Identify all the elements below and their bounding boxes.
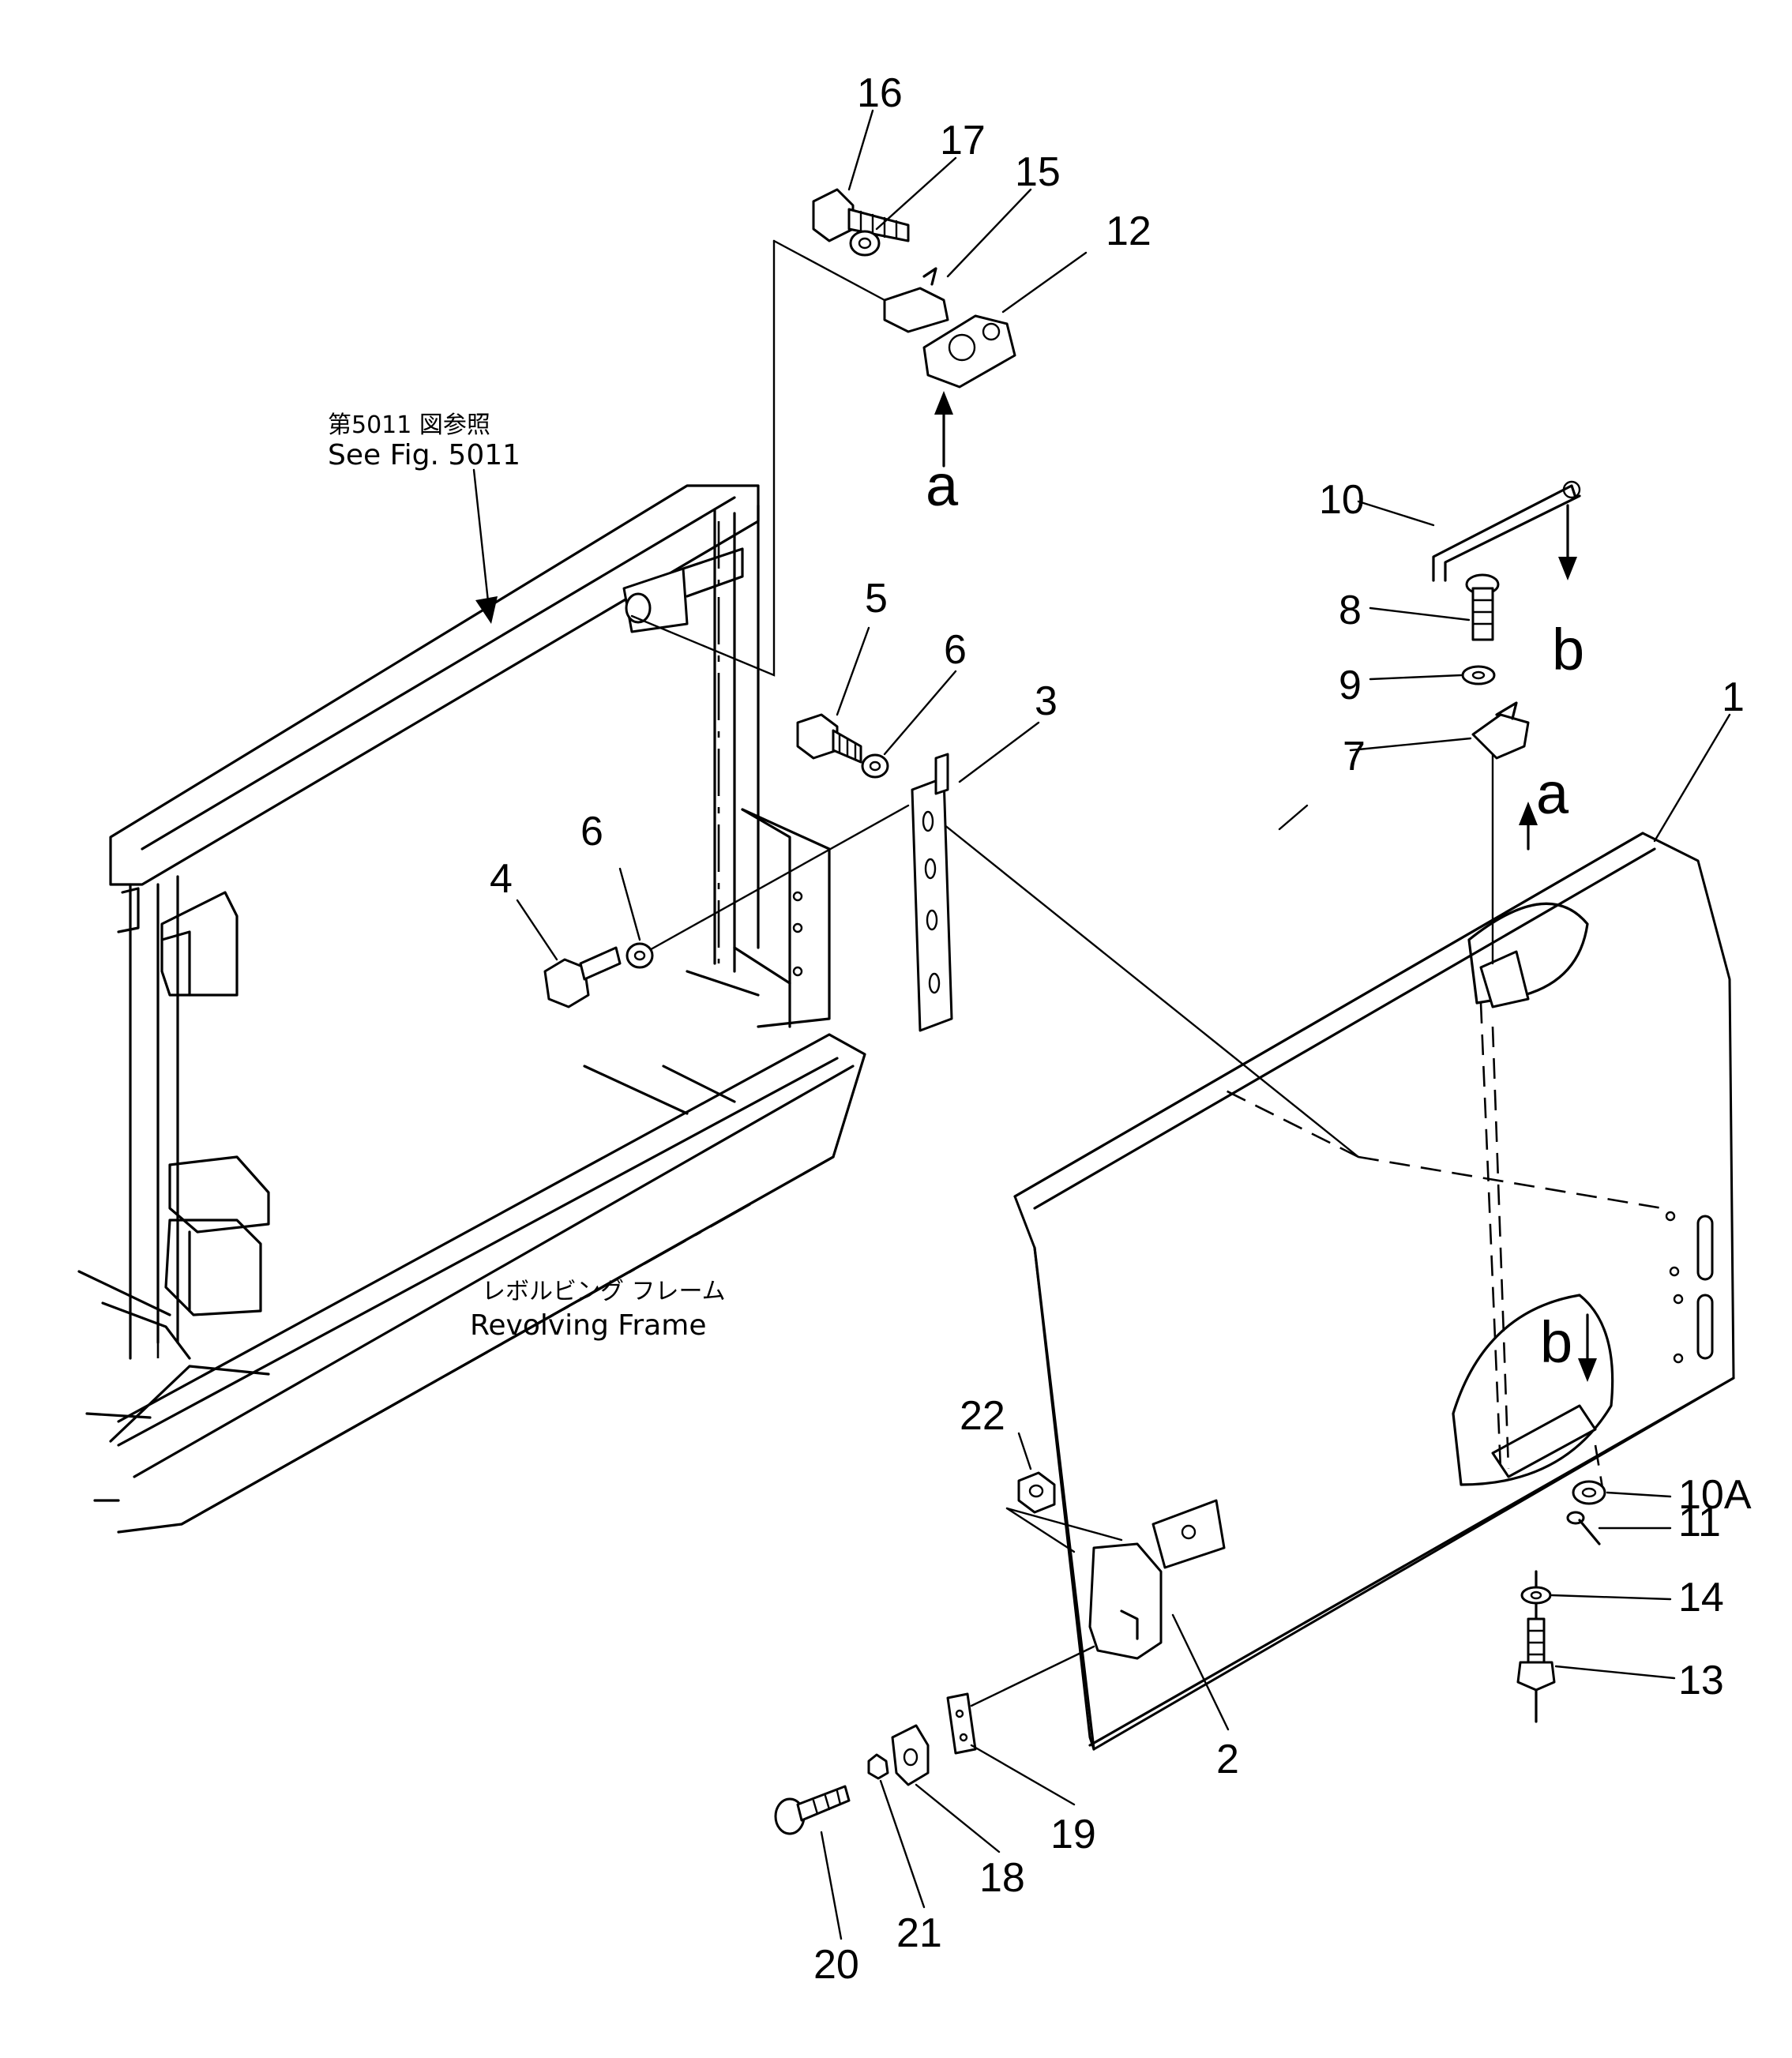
callout-13: 13 (1678, 1658, 1724, 1703)
washer-14 (1520, 1586, 1552, 1605)
see-fig-arrowhead (475, 596, 498, 624)
callout-9: 9 (1339, 663, 1362, 708)
callout-17: 17 (940, 118, 986, 163)
stopper-15 (883, 267, 949, 333)
bolt-13 (1516, 1617, 1556, 1692)
striker-12 (922, 314, 1016, 389)
washer-10a (1572, 1480, 1606, 1505)
shim-19 (946, 1692, 977, 1755)
view-marker-a-top: a (926, 453, 959, 518)
revolving-frame-jp-label: レボルビング フレーム (482, 1278, 726, 1305)
callout-14: 14 (1678, 1575, 1724, 1620)
view-marker-b-top: b (1552, 617, 1584, 682)
washer-6-lower (626, 942, 654, 969)
see-fig-jp-note: 第5011 図参照 (328, 411, 490, 439)
bracket-7 (1471, 701, 1530, 760)
cotter-pin-11 (1566, 1511, 1601, 1545)
screw-20 (774, 1785, 851, 1835)
callout-10a: 10A (1678, 1472, 1752, 1518)
bolt-5 (796, 713, 862, 764)
callout-11: 11 (1678, 1500, 1721, 1545)
callout-18: 18 (979, 1855, 1025, 1901)
callout-10: 10 (1319, 477, 1365, 523)
arrow-b-door (1578, 1313, 1597, 1382)
callout-4: 4 (490, 856, 513, 902)
washer-17 (849, 230, 881, 257)
arrow-a-right (1519, 802, 1538, 851)
door-panel (1013, 832, 1735, 1751)
callout-21: 21 (896, 1910, 942, 1956)
callout-1: 1 (1722, 674, 1745, 720)
callout-5: 5 (865, 576, 888, 622)
nut-22 (1017, 1471, 1056, 1514)
revolving-frame (77, 484, 866, 1534)
callout-16: 16 (857, 70, 903, 116)
callout-3: 3 (1035, 678, 1058, 724)
callout-12: 12 (1106, 208, 1151, 254)
pin-8 (1465, 573, 1500, 641)
arrow-b-top (1558, 504, 1577, 580)
view-marker-a-right: a (1536, 760, 1569, 826)
rod-10 (1432, 480, 1581, 582)
callout-20: 20 (813, 1942, 859, 1988)
callout-19: 19 (1050, 1812, 1096, 1857)
callout-22: 22 (960, 1393, 1005, 1439)
bolt-16 (812, 188, 910, 242)
bolt-4 (543, 946, 622, 1008)
lock-washer-21 (867, 1753, 889, 1780)
callout-6-lower: 6 (580, 809, 603, 854)
callout-7: 7 (1343, 734, 1366, 779)
callout-15: 15 (1015, 149, 1061, 195)
plate-18 (891, 1724, 930, 1786)
callout-6-upper: 6 (944, 627, 967, 673)
callout-8: 8 (1339, 588, 1362, 633)
connecting-lines (630, 239, 1538, 1723)
arrow-a-top (934, 391, 953, 468)
washer-9 (1461, 665, 1496, 685)
hinge-plate-3 (911, 753, 953, 1032)
callout-2: 2 (1216, 1737, 1239, 1782)
view-marker-b-door: b (1540, 1309, 1572, 1375)
revolving-frame-en-label: Revolving Frame (470, 1309, 706, 1342)
washer-6-upper (861, 753, 889, 779)
see-fig-en-note: See Fig. 5011 (328, 439, 520, 471)
callout-leaders (472, 109, 1731, 1940)
